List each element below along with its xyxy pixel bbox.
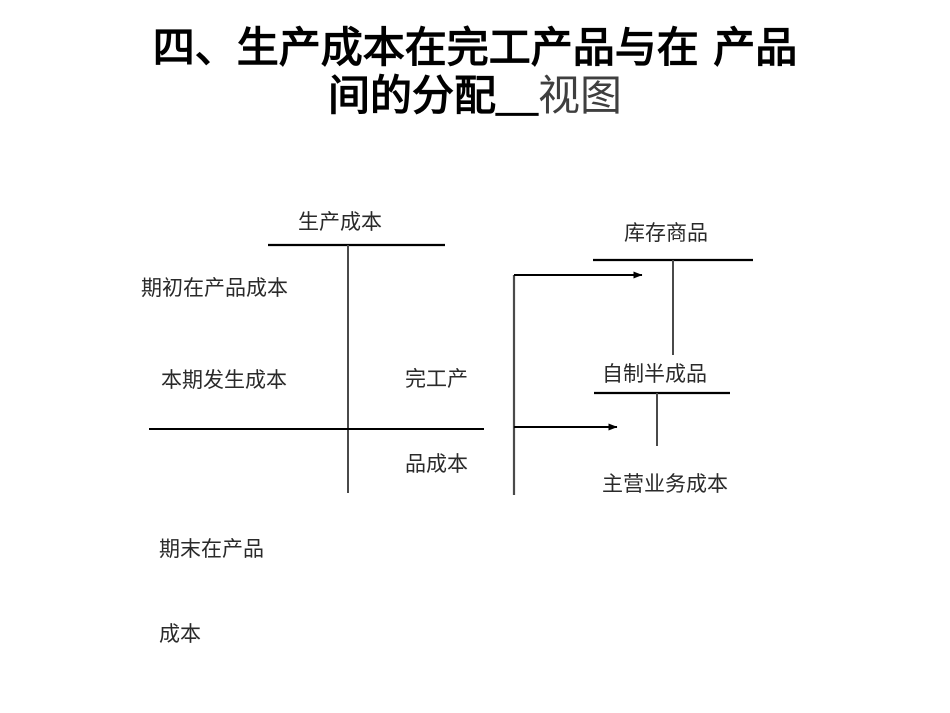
account-title-semi-finished-goods: 自制半成品: [602, 362, 707, 386]
title-line-2: 间的分配＿视图: [0, 72, 950, 120]
account-title-production-cost: 生产成本: [298, 210, 382, 234]
entry-beginning-wip-cost: 期初在产品成本: [141, 276, 288, 300]
entry-finished-product-cost-line-1: 完工产: [405, 366, 468, 391]
entry-finished-product-cost-line-2: 品成本: [405, 451, 468, 476]
title-line-2-light: 视图: [538, 71, 623, 121]
entry-ending-wip-cost-line-1: 期末在产品: [159, 536, 264, 561]
entry-finished-product-cost: 完工产 品成本: [405, 308, 468, 535]
title-line-2-strong: 间的分配＿: [327, 71, 538, 121]
account-title-main-operating-cost: 主营业务成本: [602, 472, 728, 496]
entry-ending-wip-cost: 期末在产品 成本: [159, 478, 264, 705]
entry-ending-wip-cost-line-2: 成本: [159, 621, 201, 646]
title-line-1: 四、生产成本在完工产品与在 产品: [152, 23, 798, 72]
account-title-inventory-goods: 库存商品: [624, 221, 708, 245]
entry-current-period-cost: 本期发生成本: [161, 368, 287, 392]
page-title: 四、生产成本在完工产品与在 产品 间的分配＿视图: [0, 23, 950, 121]
